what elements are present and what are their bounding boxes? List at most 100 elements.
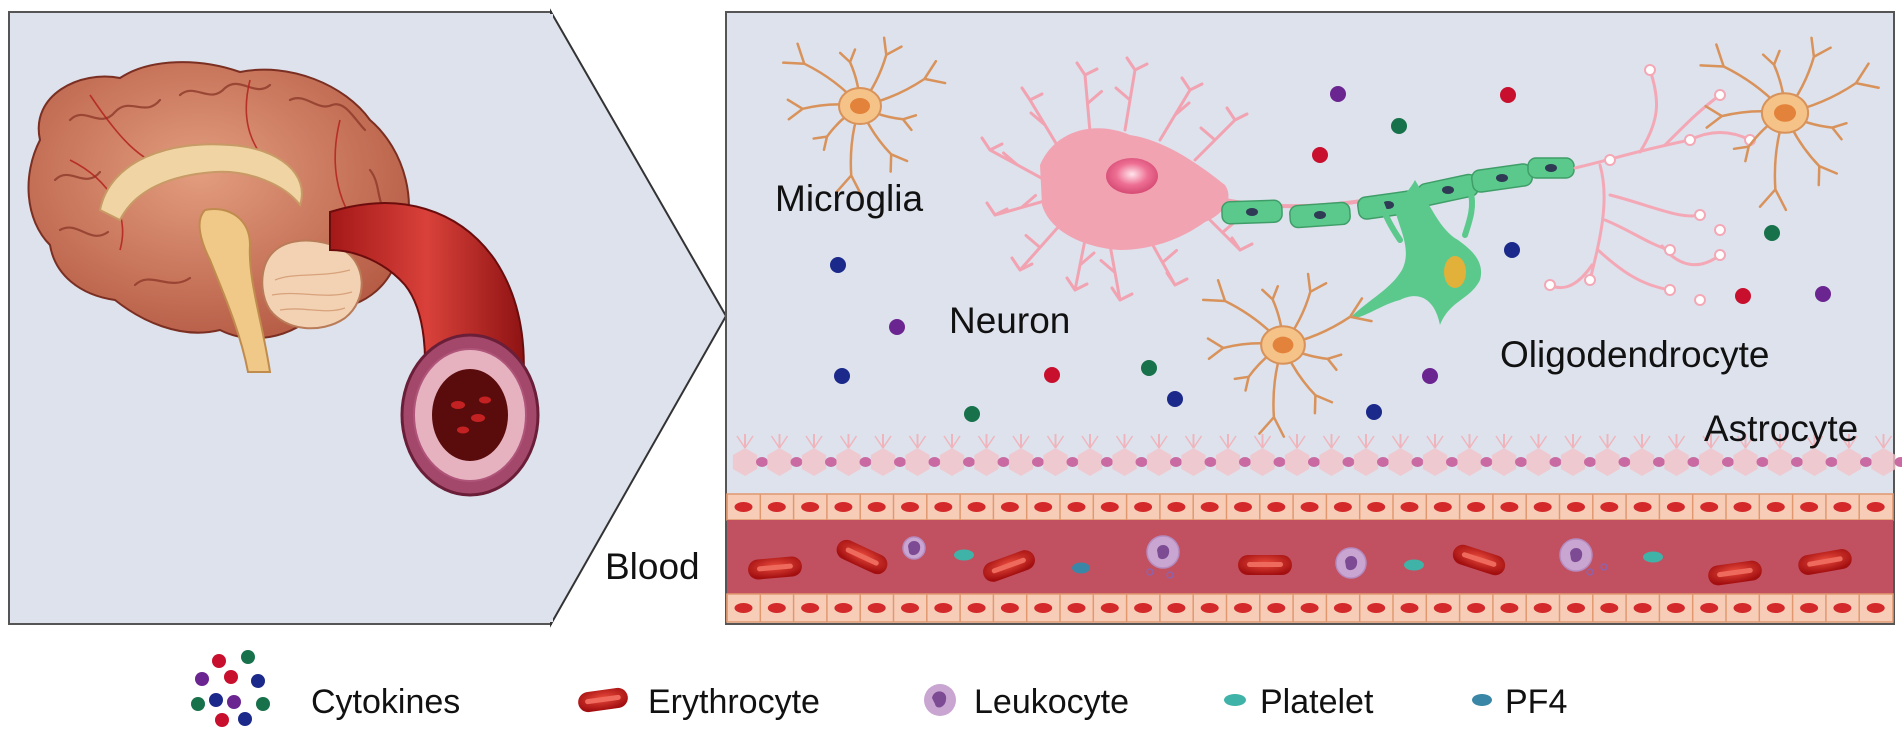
endothelial-nucleus	[1500, 502, 1518, 512]
pericyte-nucleus	[1515, 457, 1527, 467]
cytokine-dot	[1044, 367, 1060, 383]
endothelial-nucleus	[1434, 502, 1452, 512]
cytokine-dot	[1735, 288, 1751, 304]
pericyte-nucleus	[1653, 457, 1665, 467]
endothelial-nucleus	[801, 502, 819, 512]
platelet	[1643, 552, 1663, 563]
leukocyte	[1147, 536, 1179, 568]
myelin-nucleus	[1442, 186, 1454, 194]
endothelial-nucleus	[1800, 603, 1818, 613]
endothelial-nucleus	[934, 502, 952, 512]
endothelial-nucleus	[968, 502, 986, 512]
endothelial-nucleus	[735, 603, 753, 613]
axon-terminal-bouton	[1695, 210, 1705, 220]
endothelial-nucleus	[968, 603, 986, 613]
legend-label-cytokines: Cytokines	[311, 685, 460, 719]
endothelial-nucleus	[1833, 603, 1851, 613]
endothelial-nucleus	[1767, 502, 1785, 512]
endothelial-nucleus	[1334, 603, 1352, 613]
endothelial-nucleus	[1101, 502, 1119, 512]
axon-terminal-bouton	[1605, 155, 1615, 165]
legend-label-erythrocyte: Erythrocyte	[648, 685, 820, 719]
label-microglia: Microglia	[775, 180, 923, 217]
pericyte-nucleus	[825, 457, 837, 467]
pericyte-nucleus	[1860, 457, 1872, 467]
endothelial-nucleus	[1234, 502, 1252, 512]
endothelial-nucleus	[1201, 603, 1219, 613]
endothelial-nucleus	[1600, 502, 1618, 512]
endothelial-nucleus	[1534, 502, 1552, 512]
pericyte-nucleus	[894, 457, 906, 467]
endothelial-nucleus	[834, 502, 852, 512]
endothelial-nucleus	[1800, 502, 1818, 512]
cytokine-dot	[1764, 225, 1780, 241]
endothelial-nucleus	[1234, 603, 1252, 613]
myelin-nucleus	[1246, 208, 1258, 216]
legend-erythrocyte-icon	[577, 687, 629, 714]
axon-terminal-bouton	[1665, 245, 1675, 255]
endothelial-nucleus	[1334, 502, 1352, 512]
endothelial-nucleus	[1301, 603, 1319, 613]
cytokine-dot	[834, 368, 850, 384]
pericyte-nucleus	[1826, 457, 1838, 467]
endothelial-nucleus	[1667, 502, 1685, 512]
endothelial-nucleus	[1767, 603, 1785, 613]
endothelial-nucleus	[1034, 603, 1052, 613]
endothelial-nucleus	[1267, 603, 1285, 613]
leukocyte	[903, 537, 925, 559]
pericyte-nucleus	[1688, 457, 1700, 467]
endothelial-nucleus	[1434, 603, 1452, 613]
endothelial-nucleus	[1867, 603, 1885, 613]
pericyte-nucleus	[1446, 457, 1458, 467]
axon-terminal-bouton	[1685, 135, 1695, 145]
axon-terminal-bouton	[1695, 295, 1705, 305]
cytokine-dot	[830, 257, 846, 273]
cellular-panel	[726, 12, 1902, 624]
endothelial-nucleus	[1034, 502, 1052, 512]
cytokine-dot	[1815, 286, 1831, 302]
endothelial-nucleus	[901, 603, 919, 613]
cytokine-dot	[1141, 360, 1157, 376]
pericyte-nucleus	[1136, 457, 1148, 467]
brain-panel	[9, 12, 726, 624]
pericyte-nucleus	[756, 457, 768, 467]
pericyte-nucleus	[791, 457, 803, 467]
endothelial-nucleus	[1600, 603, 1618, 613]
endothelial-nucleus	[1401, 502, 1419, 512]
endothelial-nucleus	[1167, 603, 1185, 613]
endothelial-nucleus	[1167, 502, 1185, 512]
label-oligodendrocyte: Oligodendrocyte	[1500, 336, 1769, 373]
axon-terminal-bouton	[1665, 285, 1675, 295]
endothelial-nucleus	[1734, 603, 1752, 613]
endothelial-nucleus	[1467, 603, 1485, 613]
cytokine-dot	[1500, 87, 1516, 103]
pericyte-nucleus	[1308, 457, 1320, 467]
platelet	[1404, 560, 1424, 571]
endothelial-nucleus	[1700, 603, 1718, 613]
axon-terminal-bouton	[1545, 280, 1555, 290]
axon-terminal-bouton	[1715, 250, 1725, 260]
cytokine-dot	[1391, 118, 1407, 134]
pericyte-nucleus	[1895, 457, 1902, 467]
pericyte-nucleus	[1239, 457, 1251, 467]
cytokine-dot	[889, 319, 905, 335]
endothelial-nucleus	[934, 603, 952, 613]
endothelial-nucleus	[768, 502, 786, 512]
axon-terminal-bouton	[1715, 225, 1725, 235]
pericyte-nucleus	[1274, 457, 1286, 467]
myelin-nucleus	[1314, 211, 1326, 219]
endothelial-nucleus	[1134, 502, 1152, 512]
pericyte-nucleus	[1619, 457, 1631, 467]
cytokine-dot	[1312, 147, 1328, 163]
endothelial-nucleus	[1567, 502, 1585, 512]
pericyte-nucleus	[929, 457, 941, 467]
pericyte-nucleus	[1032, 457, 1044, 467]
endothelial-nucleus	[1634, 603, 1652, 613]
axon-terminal-bouton	[1715, 90, 1725, 100]
axon-terminal-bouton	[1645, 65, 1655, 75]
legend-leukocyte-icon	[924, 684, 956, 716]
pf4	[1072, 563, 1090, 574]
endothelial-nucleus	[1467, 502, 1485, 512]
legend-label-platelet: Platelet	[1260, 685, 1373, 719]
